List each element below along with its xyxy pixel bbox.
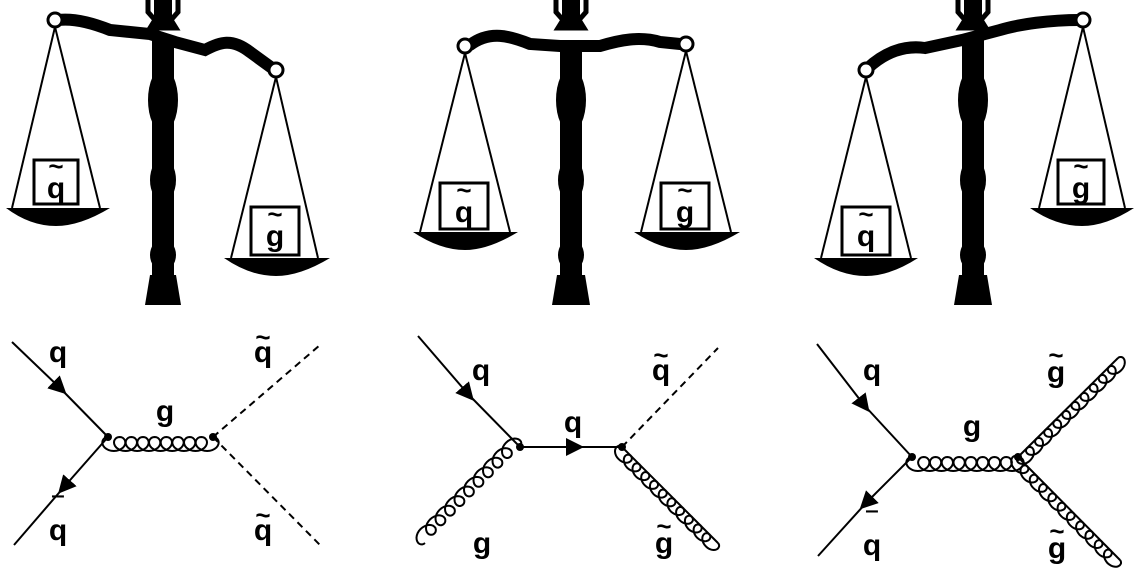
right-pan-label: g	[266, 220, 284, 253]
label-tilde: ~	[653, 340, 668, 370]
label-tilde: ~	[1049, 516, 1064, 546]
right-pan-label: g	[1072, 172, 1090, 205]
label-tilde: ~	[1048, 340, 1063, 370]
finial-icon	[154, 0, 172, 30]
label-in-bottom: q	[863, 529, 881, 562]
outgoing-squark-line	[621, 347, 719, 448]
incoming-antiquark-line	[58, 436, 109, 494]
label-in-top: q	[49, 336, 67, 369]
right-pan-icon	[634, 232, 740, 250]
label-out-top: g	[1047, 356, 1065, 389]
balance-scale-2: ~ q ~ g	[413, 0, 740, 305]
beam-icon	[52, 13, 278, 74]
incoming-quark-line	[417, 335, 474, 401]
incoming-antiquark-line	[859, 456, 913, 510]
vertex-dot	[516, 443, 524, 451]
left-pan-tilde: ~	[48, 151, 63, 181]
incoming-gluon-line	[415, 437, 523, 546]
beam-icon	[862, 14, 1086, 74]
label-propagator: g	[156, 395, 174, 428]
feynman-diagram-3: q q ‾ g ~ g ~ g	[816, 340, 1126, 568]
right-pan-icon	[224, 258, 330, 276]
gluon-propagator	[101, 435, 220, 453]
outgoing-gluino-line	[613, 444, 721, 552]
label-in-top: q	[472, 354, 490, 387]
left-pan-tilde: ~	[456, 175, 471, 205]
label-out-top: q	[652, 354, 670, 387]
label-propagator: g	[963, 410, 981, 443]
vertex-dot	[908, 453, 916, 461]
balance-scale-1: ~ q ~ g	[6, 0, 330, 305]
label-in-bottom-bar: ‾	[866, 507, 879, 537]
label-in-bottom-bar: ‾	[52, 492, 65, 522]
outgoing-antisquark-line	[212, 436, 321, 546]
right-pan-tilde: ~	[267, 199, 282, 229]
label-in-bottom: g	[473, 527, 491, 560]
gluino-coil	[1015, 356, 1126, 465]
balance-scale-3: ~ q ~ g	[814, 0, 1134, 305]
right-pan-tilde: ~	[677, 175, 692, 205]
label-in-bottom: q	[49, 514, 67, 547]
left-pan-tilde: ~	[858, 199, 873, 229]
right-pan-icon	[1030, 208, 1134, 226]
right-pan-label: g	[676, 196, 694, 229]
right-pan-tilde: ~	[1073, 151, 1088, 181]
vertex-dot	[209, 433, 217, 441]
feynman-diagram-2: q g q ~ q ~ g	[415, 335, 721, 560]
left-pan-icon	[413, 232, 518, 250]
label-out-bottom: g	[655, 527, 673, 560]
left-pan-icon	[6, 208, 110, 226]
label-tilde: ~	[255, 500, 270, 530]
vertex-dot	[618, 443, 626, 451]
gluino-coil	[1010, 455, 1122, 568]
pillar-base-icon	[954, 275, 992, 305]
label-tilde: ~	[656, 511, 671, 541]
gluino-coil	[613, 444, 721, 552]
pillar-base-icon	[552, 275, 590, 305]
finial-icon	[964, 0, 982, 30]
left-pan-label: q	[455, 196, 473, 229]
left-pan-label: q	[47, 172, 65, 205]
left-pan-label: q	[857, 220, 875, 253]
label-out-top: q	[254, 336, 272, 369]
finial-icon	[562, 0, 580, 30]
label-out-bottom: g	[1048, 532, 1066, 565]
gluon-propagator	[905, 455, 1025, 473]
incoming-quark-line	[816, 343, 870, 413]
label-tilde: ~	[255, 322, 270, 352]
label-propagator: q	[564, 406, 582, 439]
outgoing-gluino-line	[1015, 356, 1126, 465]
vertex-dot	[1014, 453, 1022, 461]
label-out-bottom: q	[254, 514, 272, 547]
feynman-diagram-1: q q ‾ g ~ q ~ q	[11, 322, 321, 547]
vertex-dot	[104, 433, 112, 441]
left-pan-icon	[814, 258, 918, 276]
outgoing-gluino-line	[1010, 455, 1122, 568]
incoming-quark-line	[11, 341, 67, 395]
pillar-base-icon	[145, 275, 181, 305]
label-in-top: q	[863, 354, 881, 387]
